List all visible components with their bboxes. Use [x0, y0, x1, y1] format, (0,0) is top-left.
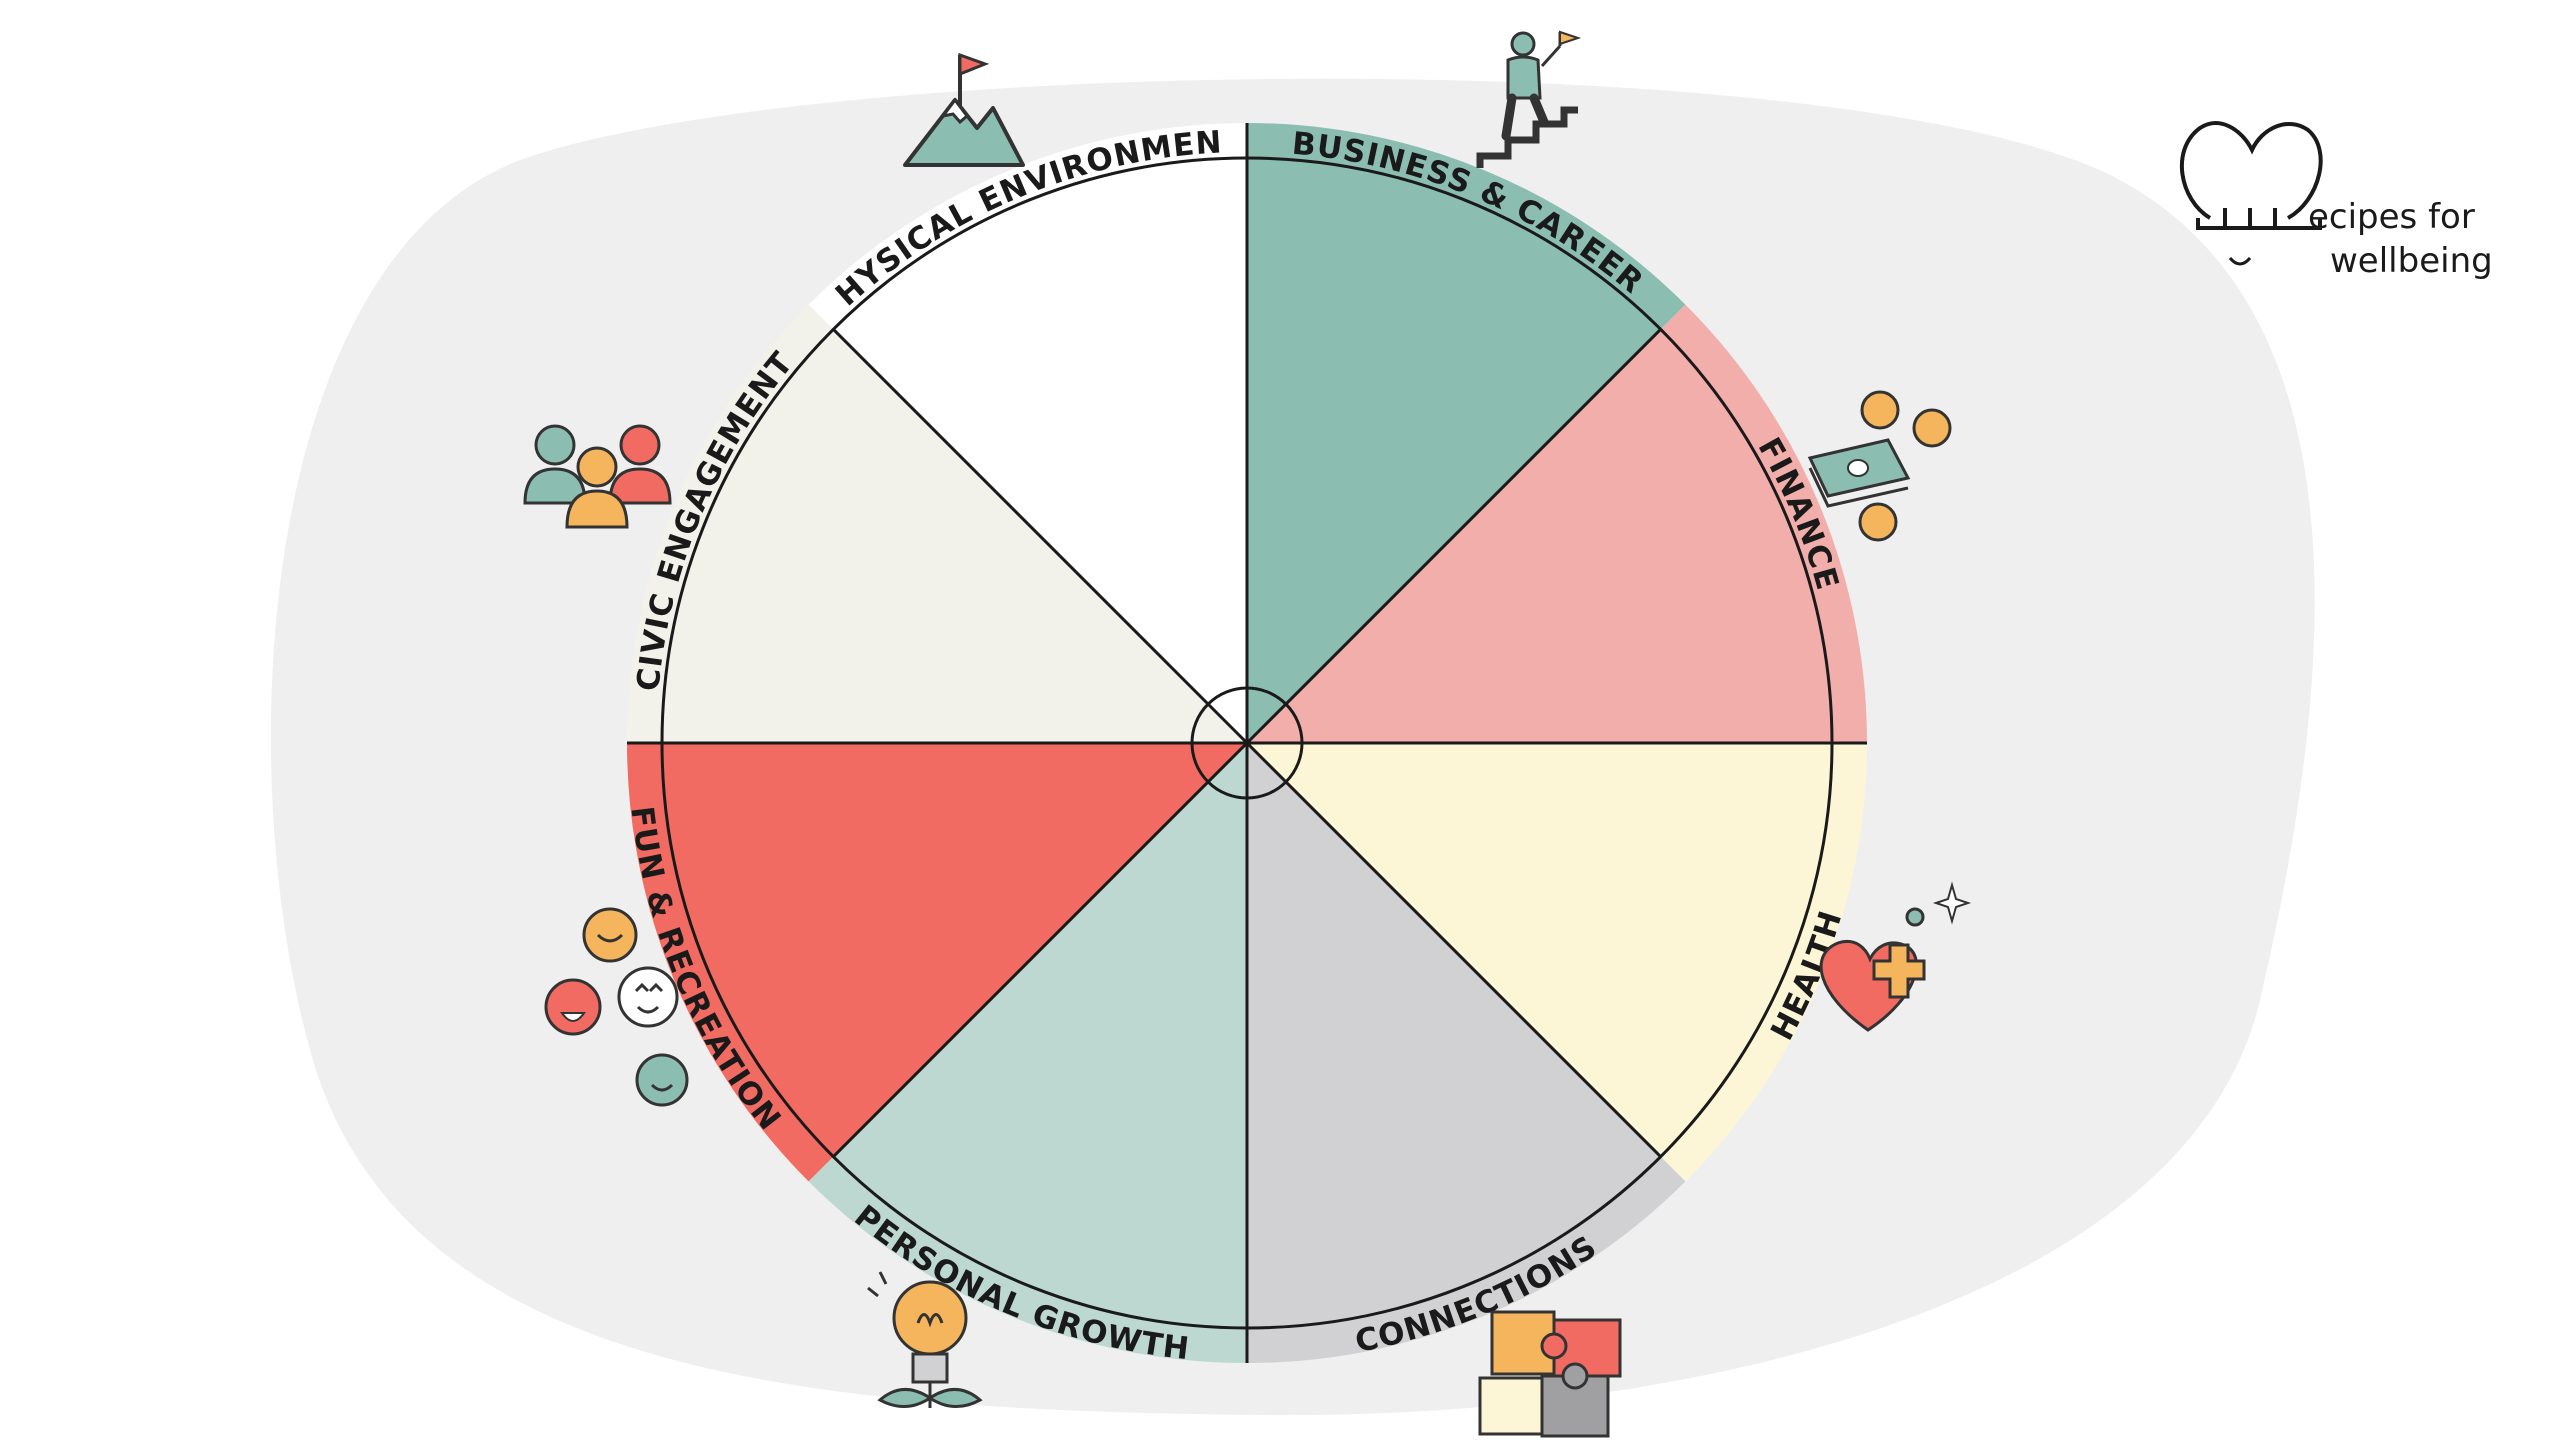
sector-personal-growth — [833, 743, 1247, 1328]
recipes-for-wellbeing-logo: ecipes for wellbeing — [2179, 121, 2493, 281]
money-coins-icon — [1807, 390, 1952, 542]
sector-finance — [1247, 329, 1832, 743]
sector-business-career — [1247, 158, 1661, 743]
puzzle-pieces-icon — [1478, 1310, 1622, 1438]
divider-line — [1245, 328, 1662, 745]
mountain-flag-icon — [903, 52, 1025, 167]
divider-line — [832, 741, 1249, 1158]
divider-line — [832, 328, 1249, 745]
sector-fun-recreation — [662, 743, 1247, 1157]
sector-physical-environment — [833, 158, 1247, 743]
sector-civic-engagement — [662, 329, 1247, 743]
community-people-icon — [523, 424, 672, 529]
inner-sectors — [662, 158, 1832, 1328]
logo-line1: ecipes for — [2308, 197, 2475, 237]
dividers — [627, 123, 1867, 1363]
center-hub — [1190, 686, 1304, 800]
smiley-faces-icon — [544, 907, 689, 1107]
logo-line2: wellbeing — [2330, 241, 2493, 281]
heart-logo-icon — [2179, 121, 2323, 220]
divider-line — [1245, 741, 1662, 1158]
sector-connections — [1247, 743, 1661, 1328]
climbing-stairs-icon — [1476, 30, 1582, 168]
heart-health-icon — [1819, 881, 1972, 1032]
lightbulb-icon — [867, 1271, 983, 1408]
sector-health — [1247, 743, 1832, 1157]
